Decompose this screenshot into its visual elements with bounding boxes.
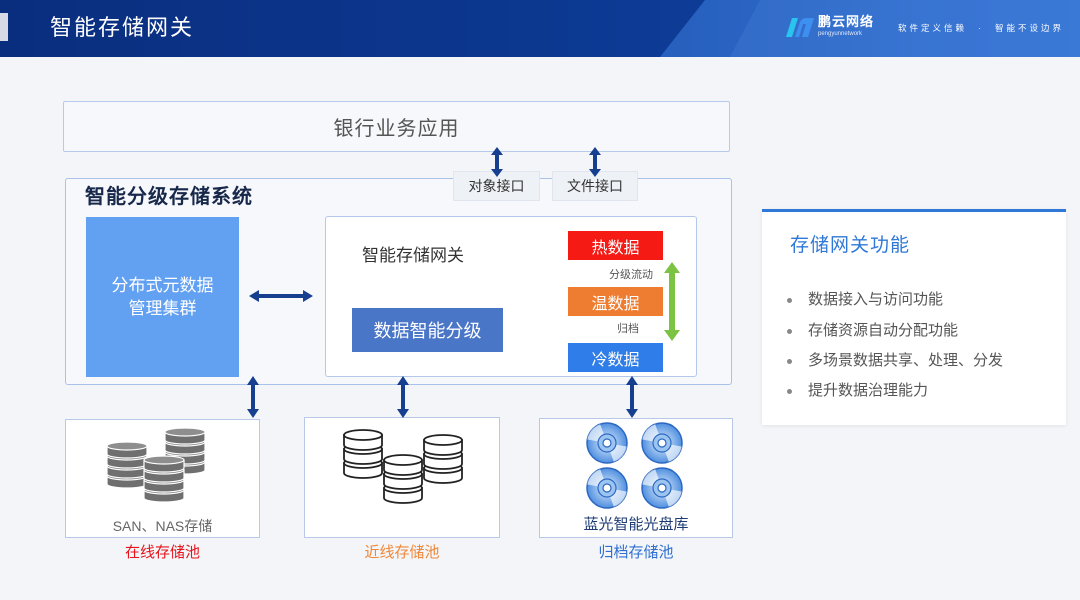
- slogan-left: 软件定义信赖: [898, 23, 968, 33]
- cold-data-tier: 冷数据: [568, 343, 663, 372]
- logo-icon: [786, 18, 814, 37]
- optical-library-label: 蓝光智能光盘库: [583, 516, 689, 533]
- function-item: 提升数据治理能力: [808, 382, 929, 399]
- slogan-right: 智能不设边界: [995, 23, 1065, 33]
- gateway-functions-panel: [762, 209, 1066, 425]
- slogan-separator: ·: [978, 23, 984, 33]
- bullet-icon: [787, 359, 792, 364]
- panel-title: 存储网关功能: [790, 235, 911, 256]
- tiered-flow-label: 分级流动: [609, 269, 653, 281]
- page-title: 智能存储网关: [50, 15, 195, 40]
- metadata-cluster-line-1: 分布式元数据: [111, 276, 214, 295]
- panel-accent-bar: [762, 209, 1066, 212]
- archive-pool-box: [539, 418, 733, 538]
- header-decor-band-light: [730, 0, 1080, 57]
- logo-subtitle: pengyunnetwork: [818, 31, 863, 37]
- object-interface-box: 对象接口: [453, 171, 540, 201]
- bullet-icon: [787, 298, 792, 303]
- bank-application-box: 银行业务应用: [63, 101, 730, 152]
- san-nas-storage-label: SAN、NAS存储: [112, 518, 213, 534]
- gateway-title: 智能存储网关: [362, 246, 464, 265]
- hot-data-tier: 热数据: [568, 231, 663, 260]
- bullet-icon: [787, 329, 792, 334]
- metadata-cluster-line-2: 管理集群: [128, 299, 197, 318]
- warm-data-tier: 温数据: [568, 287, 663, 316]
- header-decor-band: [660, 0, 1080, 57]
- nearline-pool-name: 近线存储池: [364, 544, 440, 561]
- logo-name: 鹏云网络: [818, 14, 875, 29]
- online-pool-name: 在线存储池: [124, 544, 200, 561]
- header-marker: [0, 13, 8, 41]
- archive-pool-name: 归档存储池: [598, 544, 674, 561]
- bullet-icon: [787, 389, 792, 394]
- metadata-cluster-box: 分布式元数据 管理集群: [86, 217, 239, 377]
- nearline-pool-box: [304, 417, 500, 538]
- online-pool-box: [65, 419, 260, 538]
- file-interface-box: 文件接口: [552, 171, 638, 201]
- system-title: 智能分级存储系统: [85, 186, 253, 208]
- function-item: 多场景数据共享、处理、分发: [808, 352, 1004, 369]
- archive-flow-label: 归档: [617, 323, 639, 335]
- data-tiering-box: 数据智能分级: [352, 308, 503, 352]
- function-item: 数据接入与访问功能: [808, 291, 944, 308]
- function-item: 存储资源自动分配功能: [808, 322, 959, 339]
